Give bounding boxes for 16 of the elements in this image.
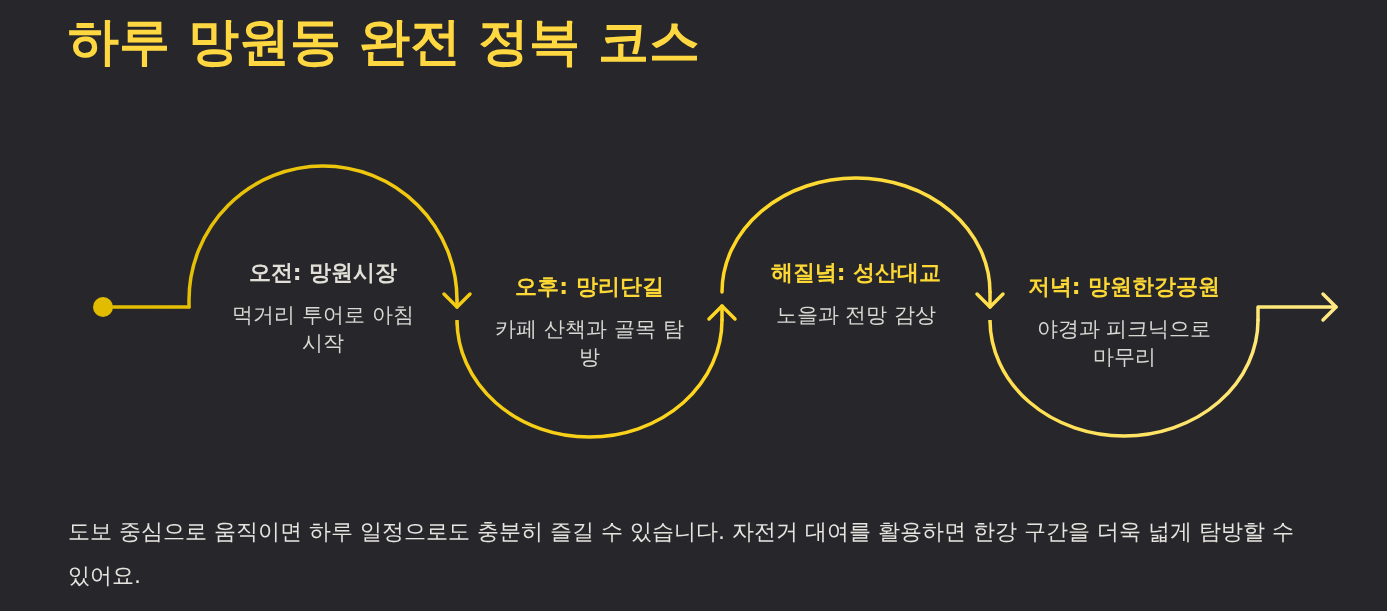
stage-description: 노을과 전망 감상 <box>775 302 937 329</box>
arrow <box>442 292 472 309</box>
caption-text: 도보 중심으로 움직이면 하루 일정으로도 충분히 즐길 수 있습니다. 자전거 대여를 활용하면 한강 구간을 더욱 넓게 탐방할 수 있어요. <box>68 518 1295 590</box>
start-dot <box>93 297 113 317</box>
arrow <box>707 304 737 322</box>
stage-title: 해질녘: 성산대교 <box>770 259 942 287</box>
stage-title: 오후: 망리단길 <box>515 273 664 301</box>
stage-description: 먹거리 투어로 아침 시작 <box>231 302 415 357</box>
arrow <box>975 290 1005 309</box>
page-title: 하루 망원동 완전 정복 코스 <box>68 11 701 73</box>
stage-title: 오전: 망원시장 <box>248 259 398 287</box>
stage-description: 야경과 피크닉으로 마무리 <box>1035 316 1213 371</box>
connector-line <box>111 305 191 309</box>
stage-description: 카페 산책과 골목 탐방 <box>494 316 685 371</box>
arrow <box>1256 292 1338 322</box>
stage-title: 저녁: 망원한강공원 <box>1027 273 1221 301</box>
